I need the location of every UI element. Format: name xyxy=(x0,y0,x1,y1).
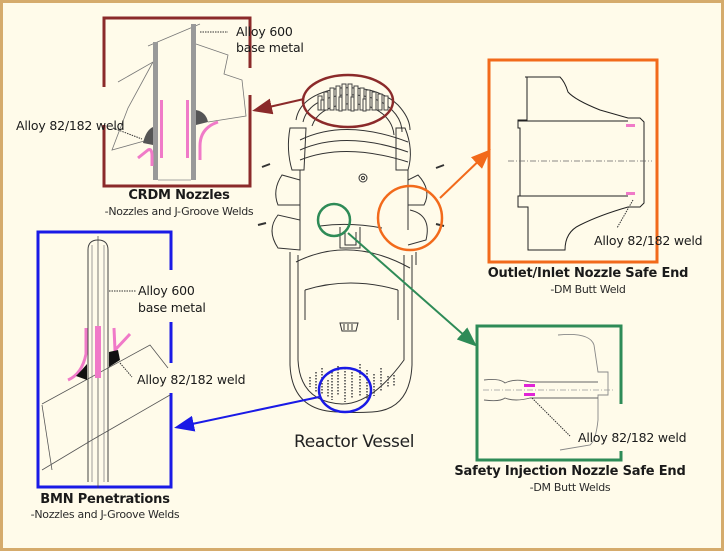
outlet-weld-label: Alloy 82/182 weld xyxy=(594,233,703,248)
safety-arrow xyxy=(347,232,478,347)
crdm-base-metal-label-line2: base metal xyxy=(236,40,304,55)
outlet-callout-box xyxy=(487,58,659,264)
reactor-vessel-drawing xyxy=(257,87,445,413)
bmn-title: BMN Penetrations xyxy=(40,492,170,507)
safety-subtitle: -DM Butt Welds xyxy=(529,481,611,494)
outlet-subtitle: -DM Butt Weld xyxy=(550,283,626,296)
safety-highlight-circle xyxy=(316,202,352,238)
outlet-title: Outlet/Inlet Nozzle Safe End xyxy=(487,266,689,281)
bmn-base-metal-label: Alloy 600 xyxy=(138,283,195,298)
bmn-nozzle-array xyxy=(309,364,395,402)
outlet-arrow xyxy=(439,149,491,199)
crdm-weld-label: Alloy 82/182 weld xyxy=(16,118,125,133)
bmn-subtitle: -Nozzles and J-Groove Welds xyxy=(30,508,180,521)
bmn-callout-box xyxy=(36,230,173,489)
safety-weld-label: Alloy 82/182 weld xyxy=(578,430,687,445)
crdm-highlight-circle xyxy=(301,73,395,129)
crdm-arrow xyxy=(252,98,305,115)
safety-title: Safety Injection Nozzle Safe End xyxy=(454,464,686,479)
bmn-base-metal-label-line2: base metal xyxy=(138,300,206,315)
crdm-title: CRDM Nozzles xyxy=(128,188,230,203)
bmn-arrow xyxy=(174,396,320,432)
safety-callout-box xyxy=(475,324,623,462)
bmn-highlight-circle xyxy=(317,366,373,414)
crdm-callout-box xyxy=(102,16,252,188)
outlet-highlight-circle xyxy=(376,184,444,252)
crdm-base-metal-label: Alloy 600 xyxy=(236,24,293,39)
bmn-weld-label: Alloy 82/182 weld xyxy=(137,372,246,387)
crdm-subtitle: -Nozzles and J-Groove Welds xyxy=(104,205,254,218)
crdm-nozzle-array xyxy=(317,83,389,112)
reactor-vessel-label: Reactor Vessel xyxy=(294,432,415,452)
